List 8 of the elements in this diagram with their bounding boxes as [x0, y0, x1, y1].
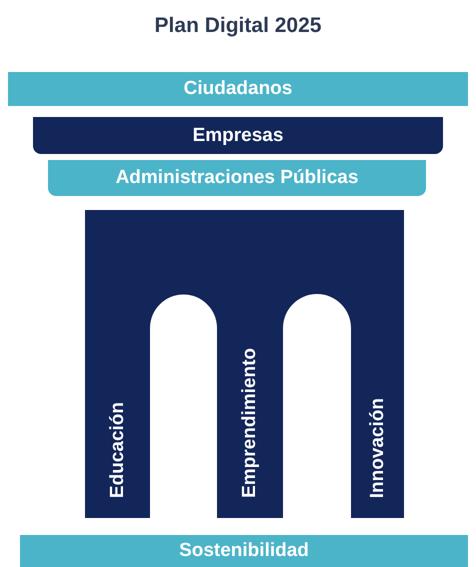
- top-band: Ciudadanos: [8, 72, 468, 106]
- lower-band: Administraciones Públicas: [48, 160, 426, 196]
- pillar-label: Educación: [106, 402, 128, 498]
- title: Plan Digital 2025: [154, 14, 322, 38]
- pillar-label: Innovación: [366, 398, 388, 498]
- base-band: Sostenibilidad: [20, 535, 468, 567]
- pillar-label: Emprendimiento: [239, 348, 261, 498]
- middle-band: Empresas: [33, 117, 443, 154]
